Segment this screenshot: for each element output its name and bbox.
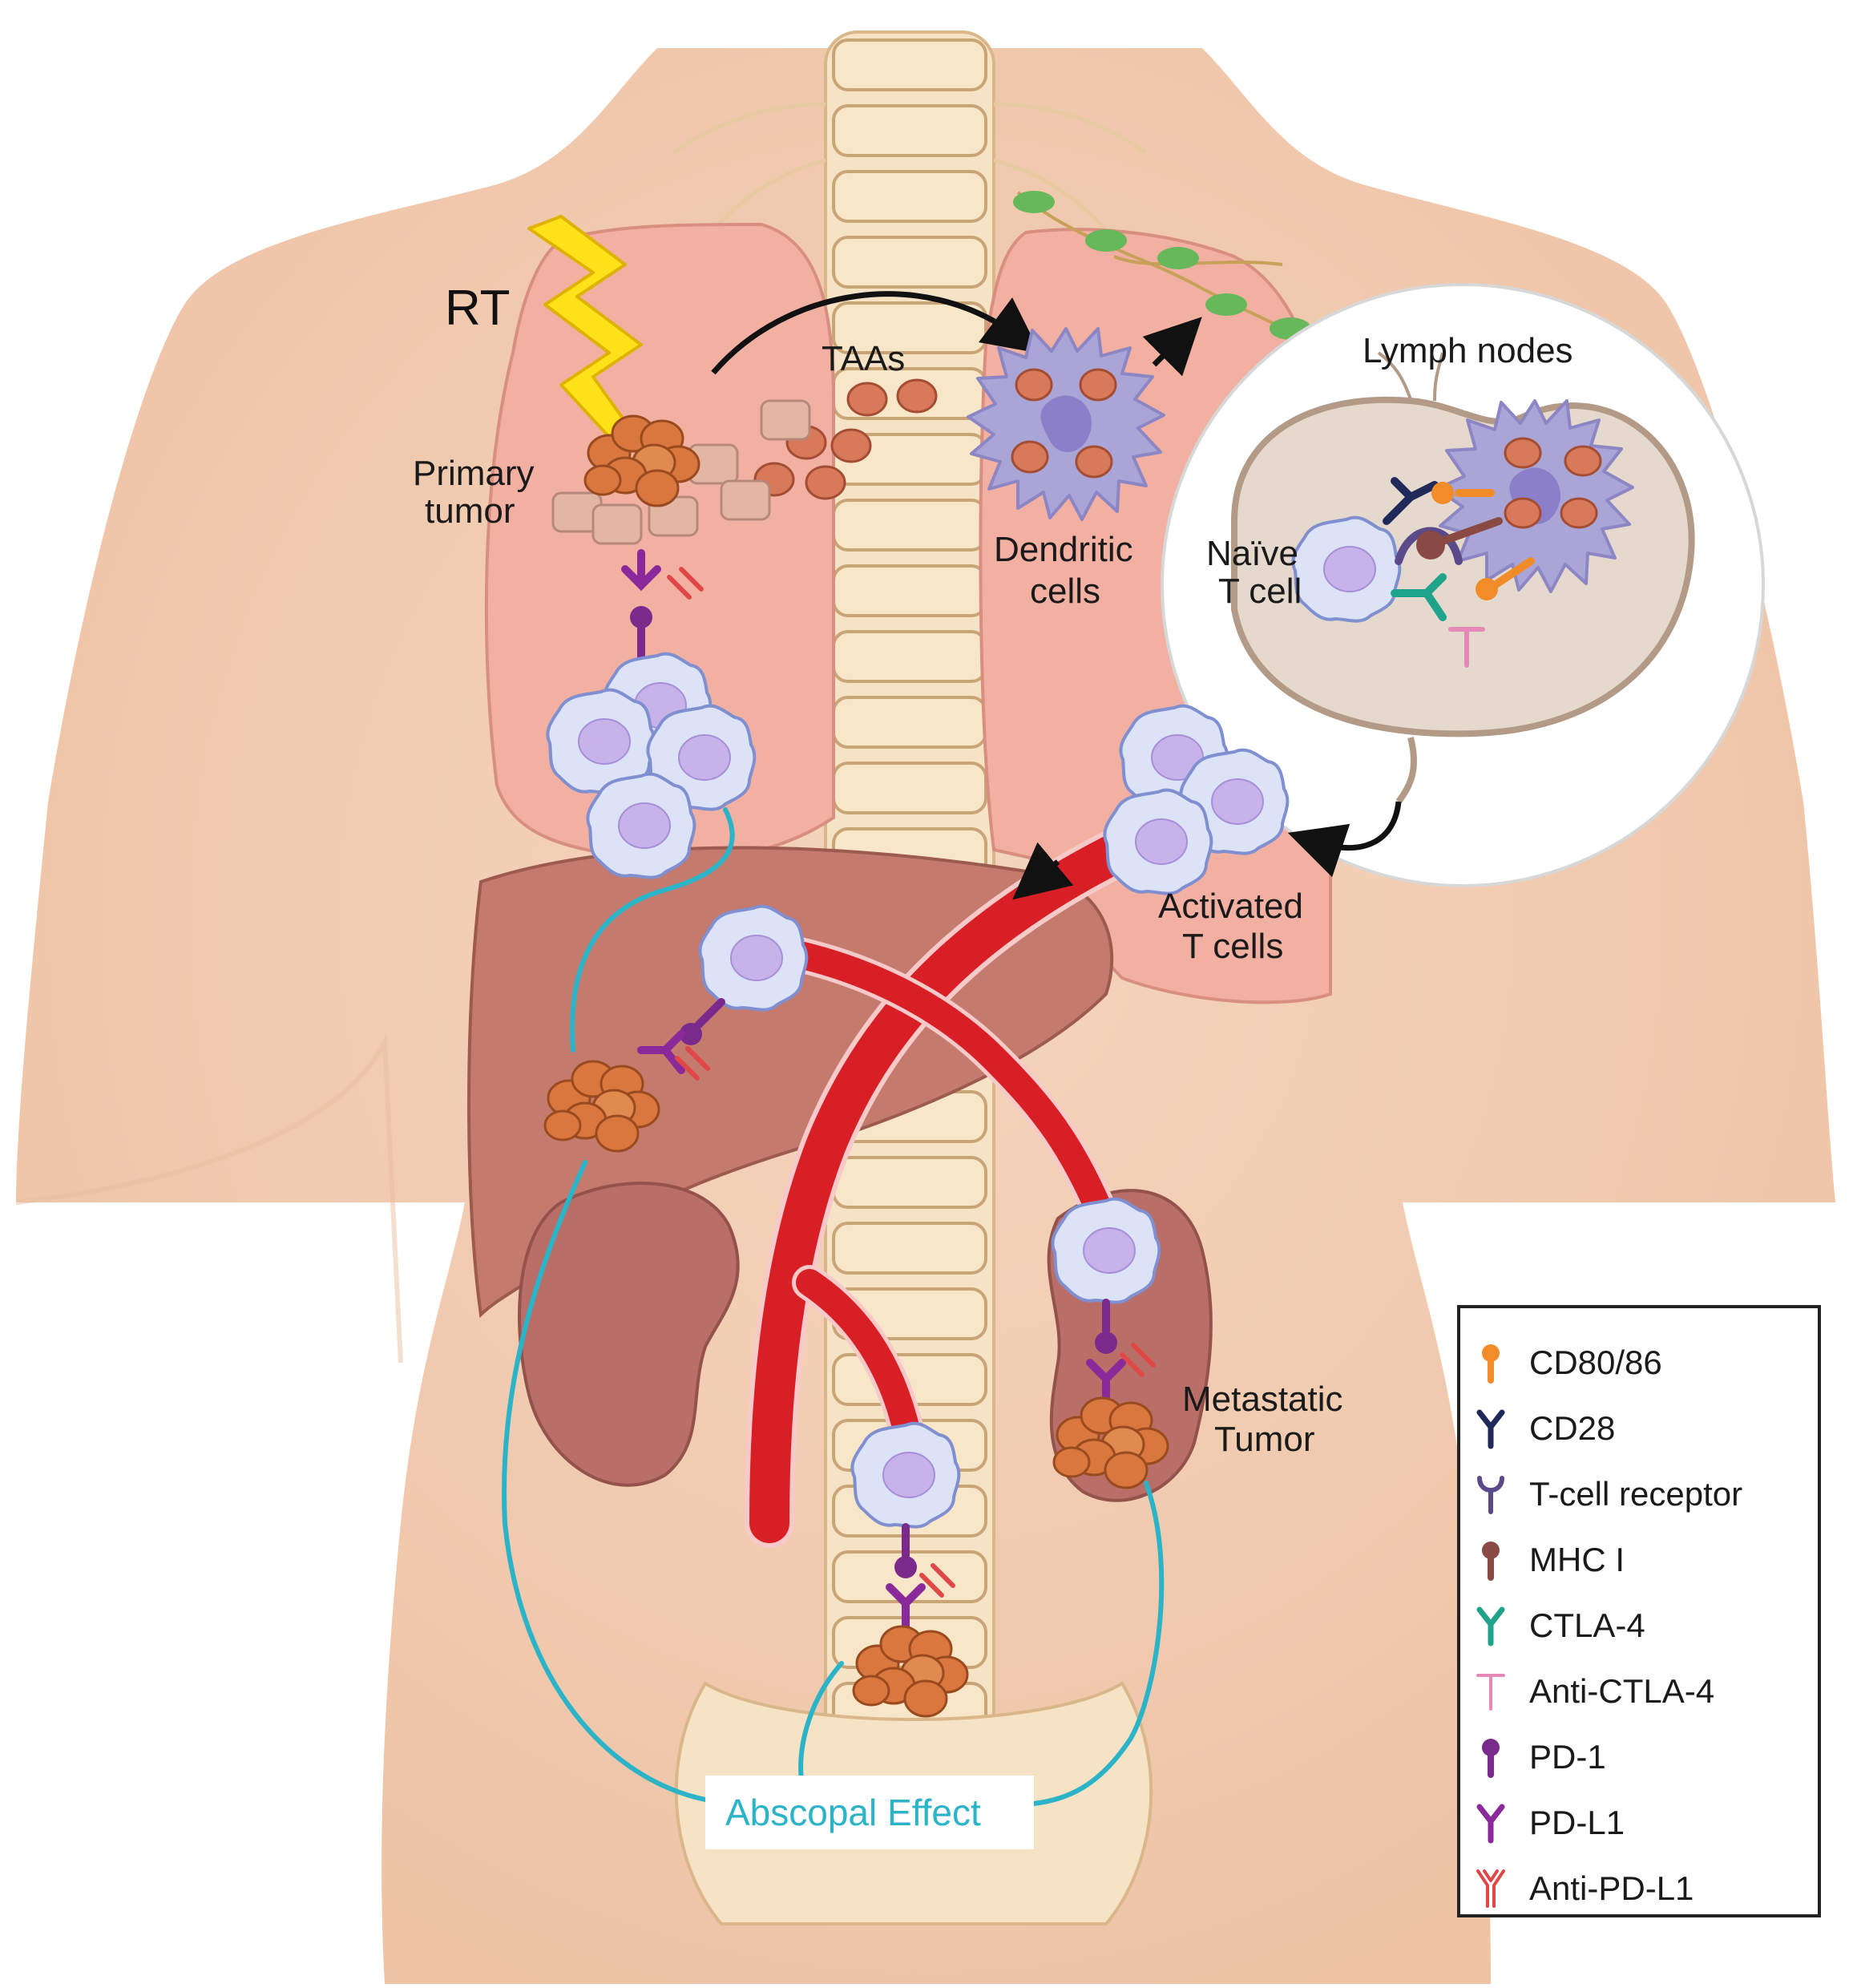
- legend-label: Anti-CTLA-4: [1529, 1672, 1714, 1710]
- y-receptor-icon: [1476, 1606, 1505, 1647]
- vertebra: [832, 696, 987, 749]
- dendritic-label-1: Dendritic: [994, 530, 1133, 569]
- activated-label-1: Activated: [1158, 887, 1303, 926]
- legend-label: CD80/86: [1529, 1344, 1662, 1381]
- vertebra: [832, 38, 987, 91]
- circulation-arrow: [1012, 842, 1074, 900]
- legend-item: Anti-PD-L1: [1476, 1869, 1694, 1908]
- activated-t-cell: [1103, 788, 1213, 895]
- vertebra: [832, 1156, 987, 1209]
- legend-item: PD-L1: [1476, 1804, 1625, 1844]
- vertebra: [832, 104, 987, 157]
- t-blocker-icon: [1476, 1674, 1505, 1711]
- metastatic-label-2: Tumor: [1214, 1420, 1315, 1459]
- t-cell: [698, 904, 809, 1012]
- legend-item: PD-1: [1482, 1738, 1606, 1778]
- activated-label-2: T cells: [1182, 927, 1283, 966]
- y-receptor-icon: [1476, 1409, 1505, 1449]
- vertebra: [832, 564, 987, 617]
- vertebra: [832, 762, 987, 814]
- vertebra: [832, 236, 987, 289]
- legend-label: T-cell receptor: [1529, 1475, 1742, 1513]
- y-receptor-icon: [1476, 1804, 1505, 1844]
- taas-label: TAAs: [822, 339, 905, 378]
- dendritic-label-2: cells: [1030, 572, 1100, 611]
- abscopal-label: Abscopal Effect: [725, 1792, 981, 1833]
- legend-label: CD28: [1529, 1409, 1615, 1447]
- pd1-pdl1-liver: [637, 998, 725, 1081]
- ball-stick-icon: [1482, 1542, 1500, 1581]
- legend-label: PD-1: [1529, 1738, 1606, 1776]
- dying-tumor-cells: [551, 399, 811, 545]
- legend-item: MHC I: [1482, 1541, 1625, 1581]
- naive-label-1: Naïve: [1206, 534, 1298, 573]
- primary-tumor-label-1: Primary: [413, 454, 535, 493]
- presented-antigens: [1011, 368, 1117, 479]
- pd1-pdl1-kidney: [1086, 1299, 1156, 1415]
- tumor-associated-antigens: [753, 378, 938, 500]
- vertebra: [832, 170, 987, 223]
- vertebra: [832, 499, 987, 552]
- legend-label: CTLA-4: [1529, 1606, 1645, 1644]
- vertebra: [832, 1222, 987, 1275]
- antigen-flow-arrow: [711, 291, 1041, 375]
- legend-label: PD-L1: [1529, 1804, 1625, 1841]
- legend-item: CD28: [1476, 1409, 1615, 1449]
- activation-arrow: [1287, 801, 1402, 878]
- naive-label-2: T cell: [1218, 572, 1302, 611]
- t-cell: [1051, 1197, 1161, 1304]
- legend-item: CD80/86: [1482, 1344, 1662, 1384]
- legend-item: Anti-CTLA-4: [1476, 1672, 1714, 1711]
- lymph-node-inset: Lymph nodes Naïve T cell: [1161, 283, 1765, 887]
- t-cell: [850, 1421, 961, 1529]
- abscopal-label-box: [705, 1776, 1034, 1849]
- primary-tumor-label-2: tumor: [425, 491, 515, 531]
- abscopal-curves: [502, 807, 1165, 1806]
- legend-box: [1457, 1305, 1821, 1917]
- ball-stick-icon: [1482, 1739, 1500, 1778]
- metastatic-label-1: Metastatic: [1182, 1380, 1343, 1419]
- lymph-direction-arrow: [1142, 317, 1202, 377]
- legend-item: T-cell receptor: [1477, 1475, 1742, 1514]
- lymph-nodes-label: Lymph nodes: [1363, 331, 1573, 370]
- legend-label: MHC I: [1529, 1541, 1625, 1578]
- u-receptor-icon: [1477, 1476, 1504, 1514]
- naive-t-cell: [1291, 515, 1402, 623]
- ball-stick-icon: [1482, 1344, 1500, 1384]
- antibody-icon: [1476, 1869, 1505, 1908]
- legend-label: Anti-PD-L1: [1529, 1869, 1694, 1907]
- rt-label: RT: [445, 281, 511, 336]
- legend-item: CTLA-4: [1476, 1606, 1645, 1647]
- vertebra: [832, 630, 987, 683]
- left-kidney: [518, 1182, 740, 1487]
- blood-vessels: [736, 825, 1147, 1548]
- t-cell: [586, 772, 696, 879]
